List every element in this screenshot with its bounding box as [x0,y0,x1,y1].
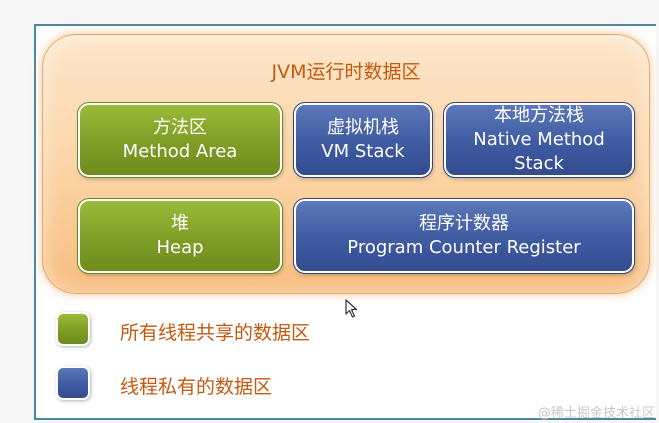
mouse-pointer-icon [345,299,358,318]
pc-register-cn: 程序计数器 [419,213,509,234]
native-stack-en-2: Stack [514,153,564,174]
pc-register-en: Program Counter Register [347,237,581,258]
method-area-block: 方法区 Method Area [77,102,283,178]
heap-block: 堆 Heap [77,198,283,274]
native-method-stack-block: 本地方法栈 Native Method Stack [443,102,635,178]
diagram-title: JVM运行时数据区 [271,61,421,83]
legend-shared-swatch [56,312,90,346]
method-area-en: Method Area [122,141,238,162]
heap-cn: 堆 [171,213,189,234]
heap-en: Heap [156,237,204,258]
vm-stack-en: VM Stack [321,141,405,162]
legend-shared-label: 所有线程共享的数据区 [120,322,311,344]
legend-private-label: 线程私有的数据区 [120,376,273,398]
program-counter-register-block: 程序计数器 Program Counter Register [293,198,635,274]
native-stack-en-1: Native Method [473,129,605,150]
legend-private-swatch [56,366,90,400]
vm-stack-block: 虚拟机栈 VM Stack [293,102,433,178]
vm-stack-cn: 虚拟机栈 [327,117,399,138]
slide: JVM运行时数据区 方法区 Method Area 虚拟机栈 VM Stack … [34,24,656,420]
jvm-runtime-data-area: JVM运行时数据区 方法区 Method Area 虚拟机栈 VM Stack … [42,34,650,294]
native-stack-cn: 本地方法栈 [494,105,584,126]
method-area-cn: 方法区 [153,117,207,138]
watermark: @稀土掘金技术社区 [537,406,655,421]
